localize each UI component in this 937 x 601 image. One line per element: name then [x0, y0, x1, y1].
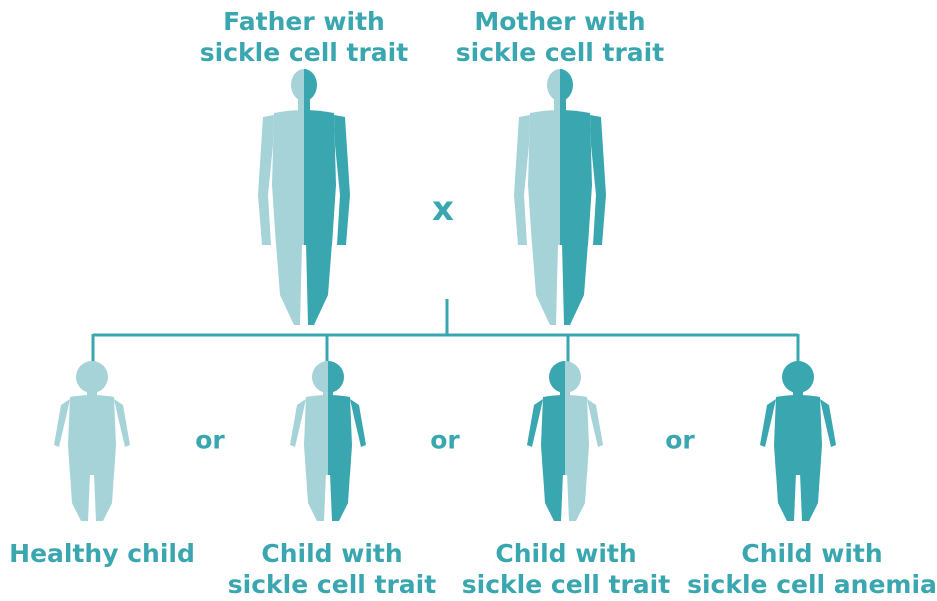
child-label-trait-1: Child with sickle cell trait: [228, 538, 436, 600]
child-label-2-line2: sickle cell trait: [228, 569, 436, 600]
child-label-trait-2: Child with sickle cell trait: [462, 538, 670, 600]
child-figure-trait-1: [290, 361, 366, 521]
child-label-3-line1: Child with: [462, 538, 670, 569]
father-label-line2: sickle cell trait: [200, 37, 408, 68]
father-label-line1: Father with: [200, 6, 408, 37]
or-separator-2: or: [430, 426, 460, 455]
child-label-1-line1: Healthy child: [9, 538, 195, 569]
child-label-anemia: Child with sickle cell anemia: [687, 538, 937, 600]
or-separator-1: or: [195, 426, 225, 455]
mother-label-line2: sickle cell trait: [456, 37, 664, 68]
father-figure: [258, 69, 350, 325]
child-label-4-line1: Child with: [687, 538, 937, 569]
mother-label: Mother with sickle cell trait: [456, 6, 664, 68]
child-figure-anemia: [760, 361, 836, 521]
connector-lines: [93, 299, 798, 362]
mother-figure: [514, 69, 606, 325]
child-figure-trait-2: [527, 361, 603, 521]
child-figure-healthy: [54, 361, 130, 521]
child-label-healthy: Healthy child: [9, 538, 195, 569]
mother-label-line1: Mother with: [456, 6, 664, 37]
cross-symbol: x: [432, 189, 454, 229]
father-label: Father with sickle cell trait: [200, 6, 408, 68]
or-separator-3: or: [665, 426, 695, 455]
child-label-2-line1: Child with: [228, 538, 436, 569]
child-label-4-line2: sickle cell anemia: [687, 569, 937, 600]
child-label-3-line2: sickle cell trait: [462, 569, 670, 600]
